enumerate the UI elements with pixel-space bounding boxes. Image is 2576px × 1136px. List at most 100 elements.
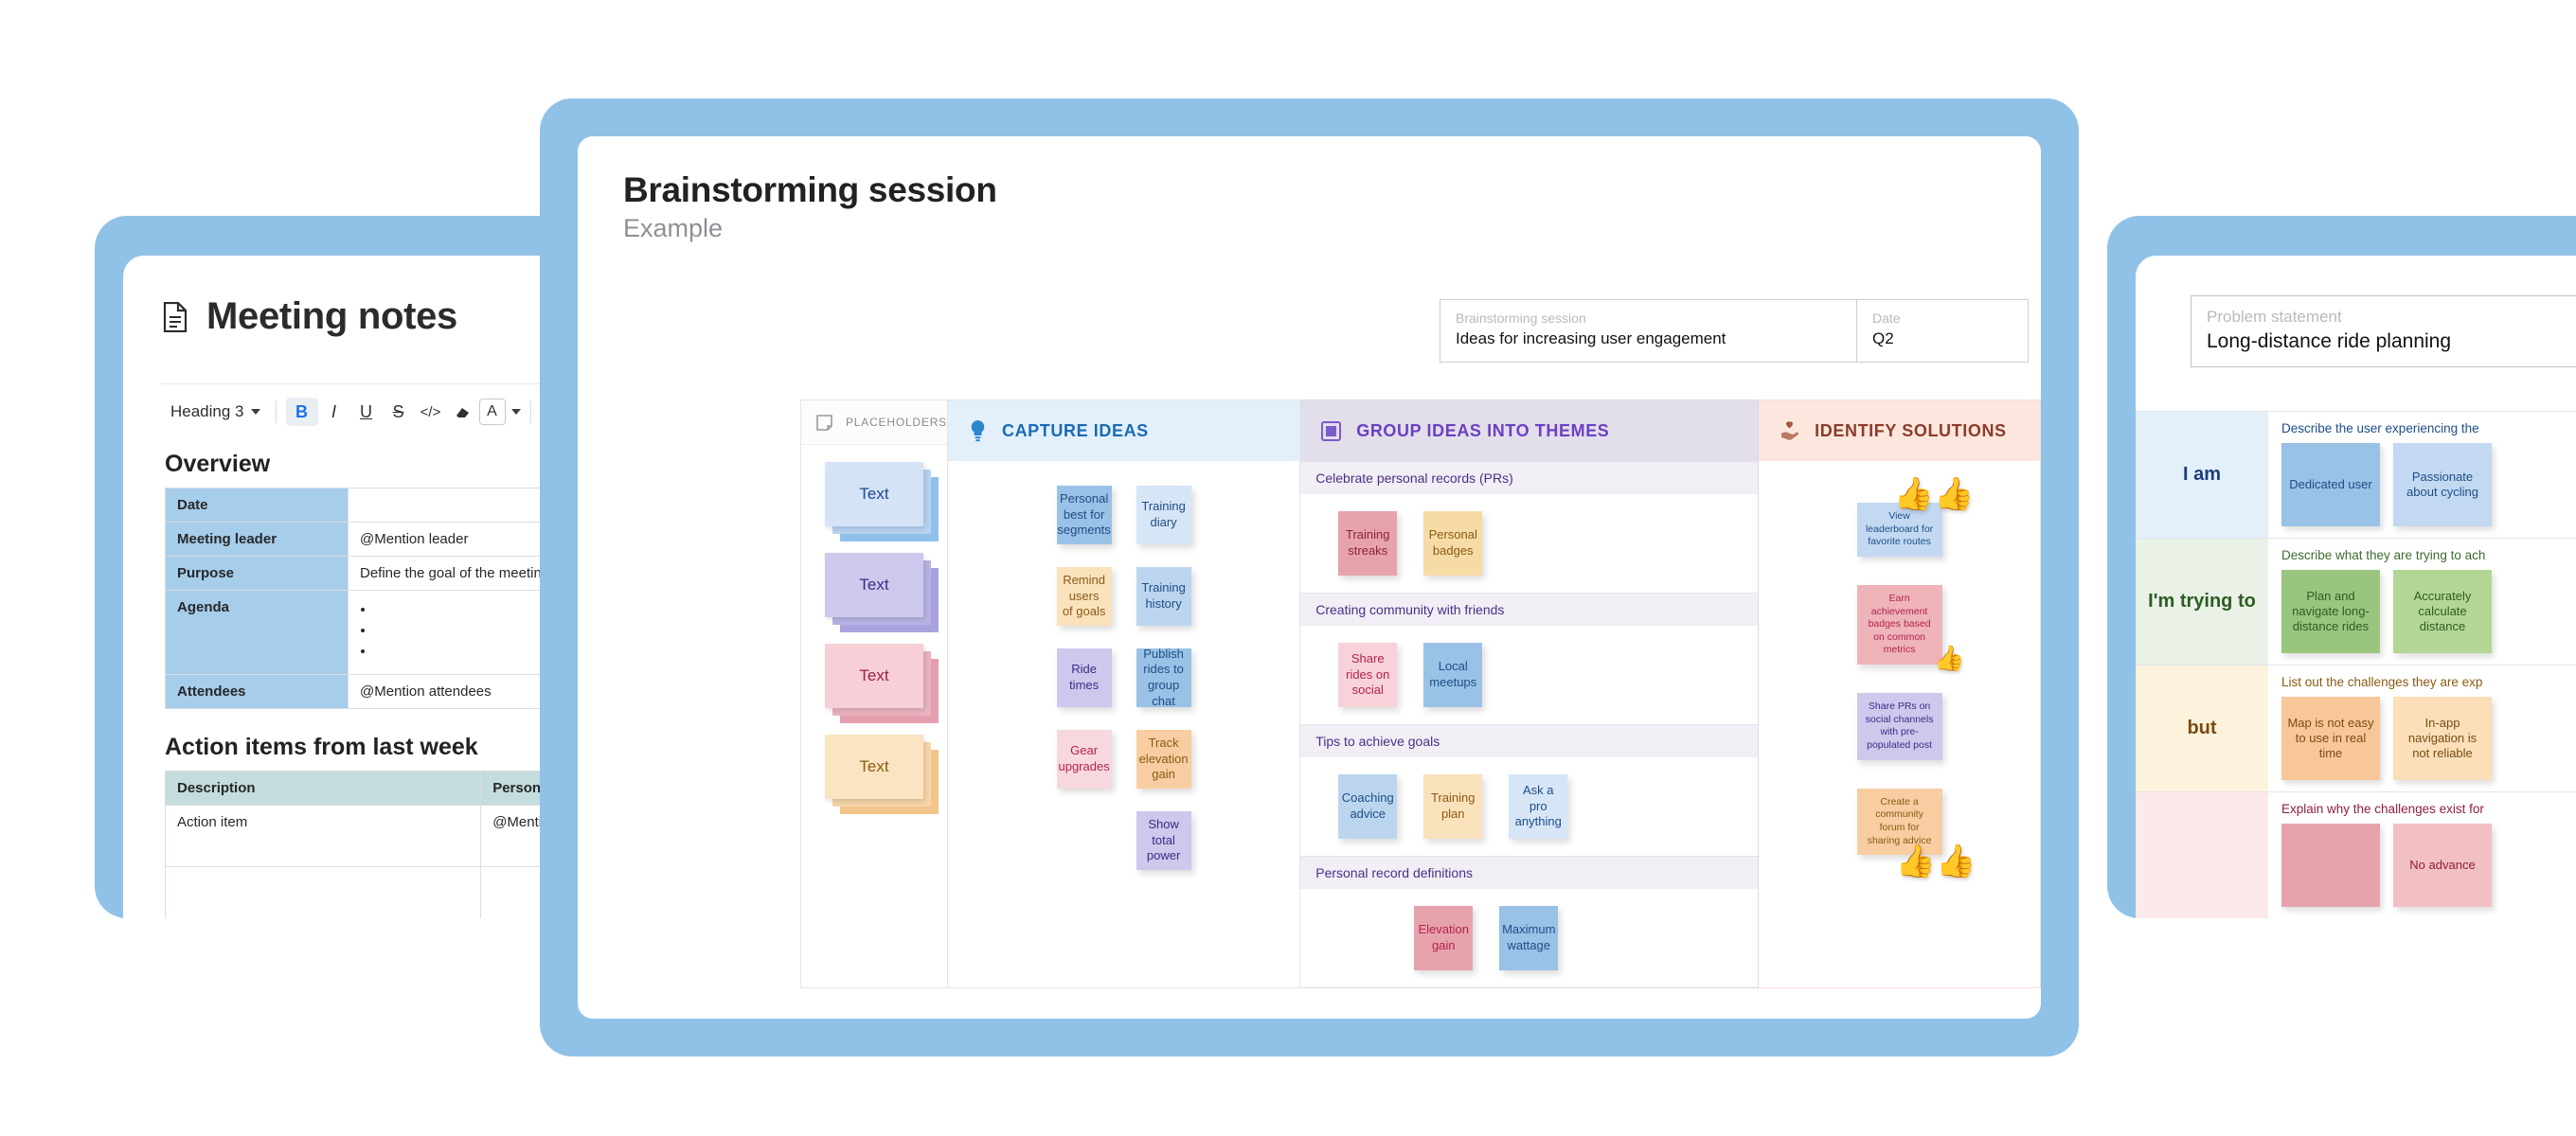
strikethrough-label: S — [392, 401, 404, 421]
theme-title: Creating community with friends — [1300, 594, 1759, 626]
sticky-note[interactable]: Publish rides to group chat — [1136, 647, 1191, 708]
cell-description[interactable] — [164, 866, 482, 918]
sticky-note[interactable]: Training streaks — [1338, 511, 1398, 576]
clear-format-icon[interactable] — [447, 398, 479, 426]
session-field-label: Brainstorming session — [1456, 311, 1586, 326]
placeholder-stack[interactable]: Text — [824, 735, 939, 814]
story-prompt: Describe what they are trying to ach — [2281, 548, 2486, 562]
date-field-label: Date — [1872, 311, 1901, 326]
sticky-note[interactable]: No advance — [2393, 824, 2492, 907]
session-field[interactable]: Brainstorming session Ideas for increasi… — [1440, 300, 1857, 362]
placeholder-stack[interactable]: Text — [824, 644, 939, 723]
theme-title: Celebrate personal records (PRs) — [1300, 462, 1759, 494]
brainstorming-window: Brainstorming session Example Brainstorm… — [540, 98, 2079, 1056]
sticky-note[interactable]: Personal badges — [1423, 511, 1483, 576]
placeholder-label: Text — [824, 735, 923, 799]
row-key: Agenda — [165, 590, 349, 675]
sticky-note[interactable]: Gear upgrades — [1056, 730, 1112, 789]
date-field-value[interactable]: Q2 — [1872, 329, 1894, 347]
capture-notes: Personal best for segments Remind users … — [948, 461, 1299, 870]
placeholder-label: Text — [824, 644, 923, 708]
bold-button[interactable]: B — [285, 398, 318, 426]
problem-statement-value[interactable]: Long-distance ride planning — [2207, 330, 2452, 352]
toolbar-divider-2 — [529, 400, 531, 423]
bold-label: B — [295, 401, 309, 421]
sticky-note[interactable]: Accurately calculate distance — [2393, 570, 2492, 653]
sticky-note[interactable]: Track elevation gain — [1136, 730, 1191, 789]
column-title: CAPTURE IDEAS — [1001, 420, 1149, 440]
sticky-note[interactable] — [2281, 824, 2380, 907]
code-button[interactable]: </> — [415, 398, 447, 426]
sticky-note[interactable]: Plan and navigate long-distance rides — [2281, 570, 2380, 653]
sticky-note[interactable]: Share PRs on social channels with pre-po… — [1856, 693, 1942, 760]
sticky-note[interactable]: Maximum wattage — [1499, 906, 1559, 970]
sticky-note[interactable]: Local meetups — [1423, 643, 1483, 707]
problem-statement-field[interactable]: Problem statement Long-distance ride pla… — [2191, 295, 2576, 367]
style-select-label: Heading 3 — [170, 402, 244, 420]
story-notes: Map is not easy to use in real time In-a… — [2281, 697, 2576, 780]
story-notes: Plan and navigate long-distance rides Ac… — [2281, 570, 2576, 653]
column-header-description: Description — [164, 771, 482, 806]
theme-notes: Elevation gain Maximum wattage — [1300, 889, 1759, 987]
story-prompt: List out the challenges they are exp — [2281, 675, 2483, 689]
text-color-button[interactable]: A — [478, 399, 506, 425]
user-story-content: Problem statement Long-distance ride pla… — [2136, 256, 2576, 918]
solution-item: Earn achievement badges based on common … — [1856, 584, 1965, 670]
editor-toolbar: Heading 3 B I U S </> A — [123, 384, 797, 426]
story-row-but: but List out the challenges they are exp… — [2136, 665, 2576, 791]
strikethrough-button[interactable]: S — [383, 398, 415, 426]
sticky-note[interactable]: Training plan — [1423, 774, 1483, 839]
solution-item: View leaderboard for favorite routes 👍👍 — [1856, 478, 1975, 557]
brainstorming-header-fields: Brainstorming session Ideas for increasi… — [1440, 299, 2029, 363]
placeholder-stack[interactable]: Text — [824, 553, 939, 632]
page-title: Meeting notes — [206, 295, 458, 337]
hand-heart-icon — [1780, 420, 1799, 442]
placeholder-stack[interactable]: Text — [824, 462, 939, 541]
document-icon — [163, 301, 188, 332]
sticky-note[interactable]: Passionate about cycling — [2393, 443, 2492, 526]
story-body: Explain why the challenges exist for No … — [2268, 792, 2576, 918]
problem-statement-label: Problem statement — [2207, 308, 2342, 326]
sticky-note[interactable]: Personal best for segments — [1056, 486, 1112, 544]
cell-description[interactable]: Action item — [164, 805, 482, 867]
sticky-note[interactable]: Training history — [1136, 567, 1191, 626]
story-prompt: Describe the user experiencing the — [2281, 421, 2479, 435]
sticky-note[interactable]: Coaching advice — [1338, 774, 1398, 839]
story-label: but — [2187, 718, 2217, 738]
sticky-note[interactable]: Ask a pro anything — [1509, 774, 1568, 839]
sticky-note[interactable]: View leaderboard for favorite routes — [1856, 503, 1942, 557]
column-identify-solutions: IDENTIFY SOLUTIONS View leaderboard for … — [1759, 399, 2041, 988]
story-row-because: Explain why the challenges exist for No … — [2136, 791, 2576, 918]
placeholders-list: Text Text Text Text — [801, 445, 947, 822]
sticky-note[interactable]: Remind users of goals — [1056, 567, 1112, 626]
sticky-note[interactable]: Map is not easy to use in real time — [2281, 697, 2380, 780]
sticky-note[interactable]: Elevation gain — [1414, 906, 1474, 970]
text-color-chevron-down-icon[interactable] — [510, 409, 521, 415]
sticky-note[interactable]: Show total power — [1136, 811, 1191, 870]
story-body: List out the challenges they are exp Map… — [2268, 666, 2576, 791]
theme-group: Tips to achieve goals Coaching advice Tr… — [1300, 724, 1759, 856]
sticky-note[interactable]: Share rides on social — [1338, 643, 1398, 707]
row-key: Attendees — [165, 674, 349, 709]
placeholder-label: Text — [824, 553, 923, 617]
column-title: IDENTIFY SOLUTIONS — [1815, 420, 2007, 440]
sticky-note[interactable]: Dedicated user — [2281, 443, 2380, 526]
solutions-list: View leaderboard for favorite routes 👍👍 … — [1759, 461, 2040, 878]
capture-column-left: Personal best for segments Remind users … — [1056, 486, 1112, 870]
frame-image-icon — [1321, 420, 1342, 441]
session-field-value[interactable]: Ideas for increasing user engagement — [1456, 329, 1726, 347]
column-header-capture: CAPTURE IDEAS — [947, 400, 1300, 461]
solution-item: Create a community forum for sharing adv… — [1856, 788, 1977, 878]
sticky-note[interactable]: Ride times — [1056, 648, 1112, 707]
style-select[interactable]: Heading 3 — [165, 399, 266, 425]
sticky-note[interactable]: In-app navigation is not reliable — [2393, 697, 2492, 780]
theme-group: Personal record definitions Elevation ga… — [1300, 856, 1759, 987]
date-field[interactable]: Date Q2 — [1857, 300, 2028, 362]
sticky-note[interactable]: Earn achievement badges based on common … — [1856, 584, 1942, 666]
sticky-note-icon — [816, 414, 832, 431]
italic-button[interactable]: I — [318, 398, 350, 426]
sticky-note[interactable]: Training diary — [1136, 486, 1191, 544]
sticky-note[interactable]: Create a community forum for sharing adv… — [1856, 788, 1942, 856]
theme-title: Personal record definitions — [1300, 857, 1759, 889]
underline-button[interactable]: U — [350, 398, 383, 426]
